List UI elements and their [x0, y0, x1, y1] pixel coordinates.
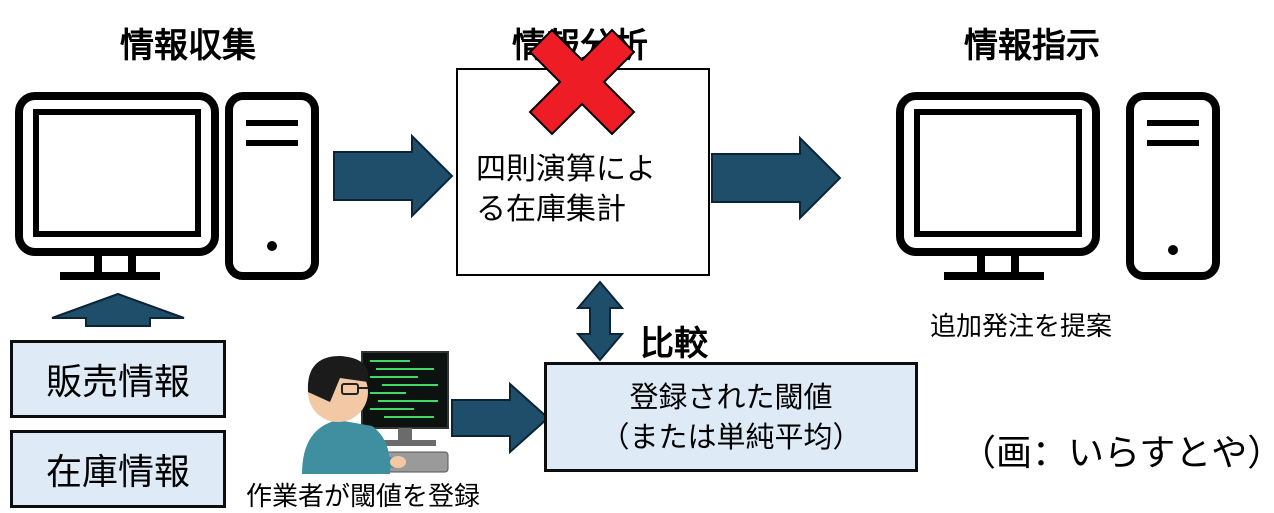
- arrow-collect-to-analyze: [333, 133, 454, 219]
- heading-instruct: 情報指示: [964, 26, 1100, 66]
- threshold-box: 登録された閾値 （または単純平均）: [544, 362, 918, 472]
- caption-worker: 作業者が閾値を登録: [246, 482, 481, 512]
- threshold-line-1: 登録された閾値: [629, 380, 833, 414]
- input-box-stock: 在庫情報: [10, 430, 226, 508]
- analysis-line-2: る在庫集計: [476, 192, 626, 227]
- arrow-inputs-up: [51, 292, 185, 327]
- arrow-worker-to-threshold: [451, 381, 550, 455]
- caption-credit: （画：いらすとや）: [960, 433, 1274, 474]
- compare-label: 比較: [640, 324, 708, 364]
- arrow-analyze-to-instruct: [711, 135, 842, 221]
- input-stock-label: 在庫情報: [45, 452, 190, 493]
- analysis-line-1: 四則演算によ: [476, 152, 656, 187]
- threshold-line-2: （または単純平均）: [600, 420, 862, 454]
- caption-suggest: 追加発注を提案: [930, 312, 1113, 342]
- heading-collect: 情報収集: [120, 26, 256, 66]
- input-sales-label: 販売情報: [45, 362, 190, 403]
- analysis-box: 四則演算によ る在庫集計: [456, 68, 710, 276]
- input-box-sales: 販売情報: [10, 340, 226, 418]
- arrow-compare-double: [575, 280, 625, 362]
